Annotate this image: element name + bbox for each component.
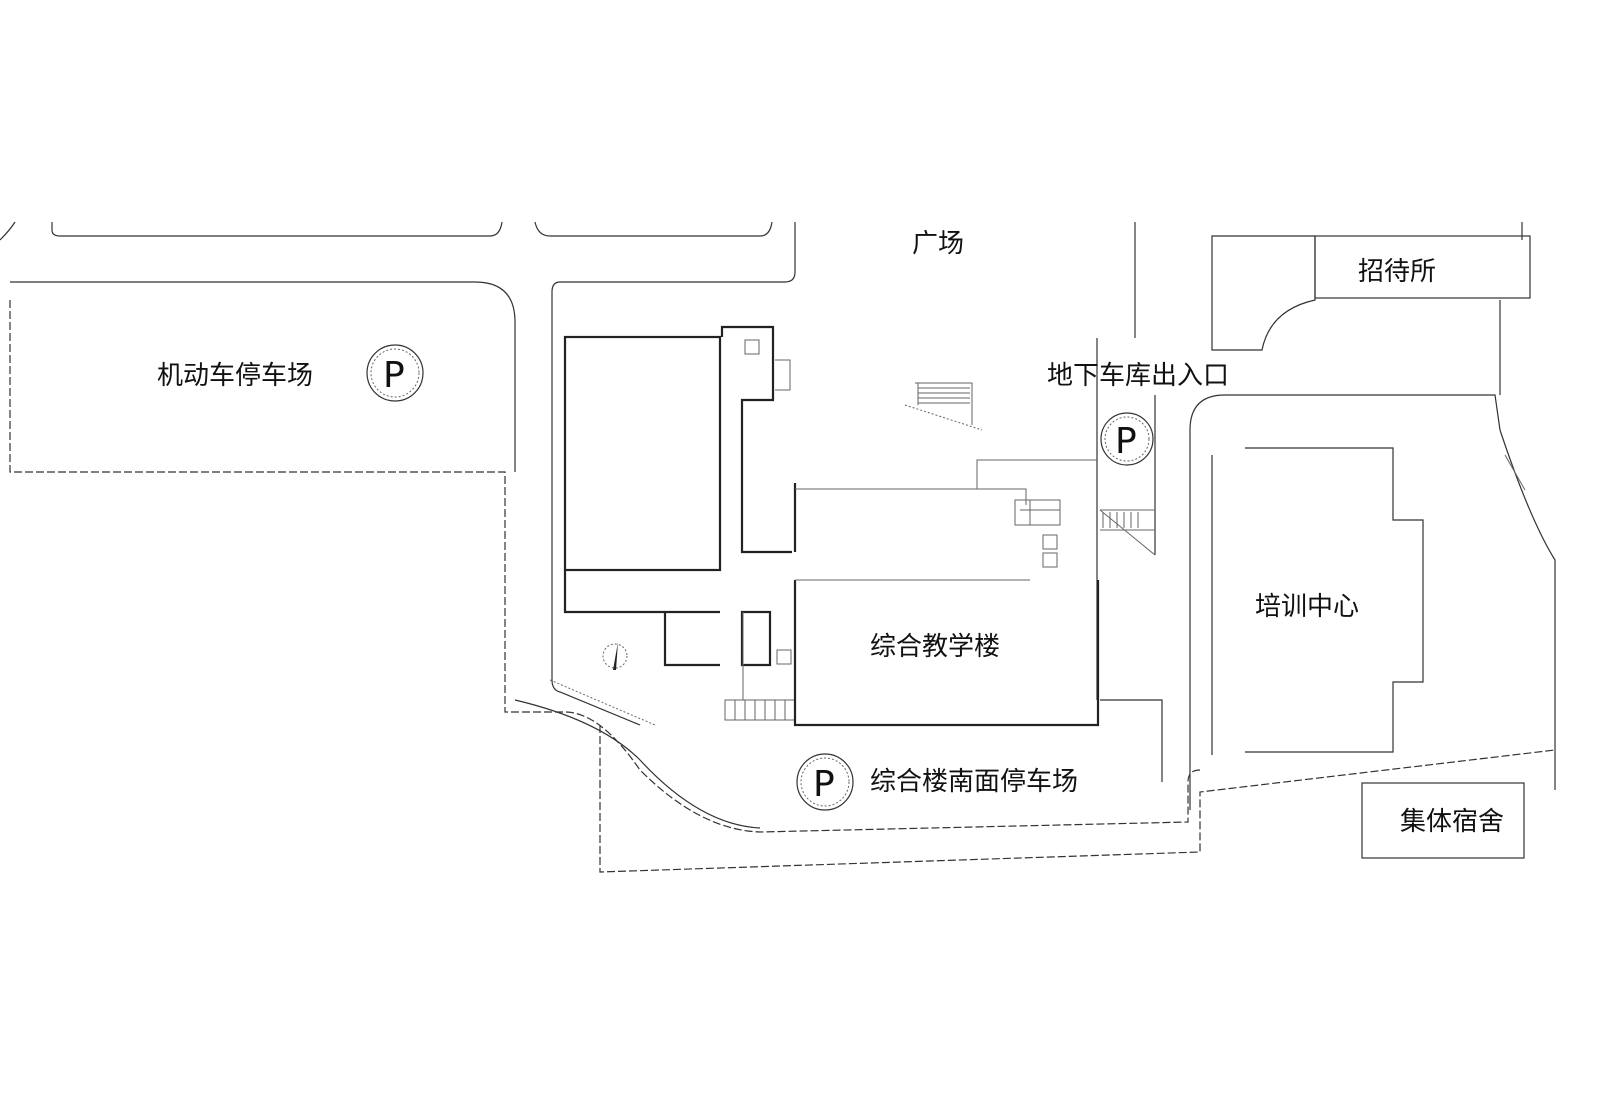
west-building — [563, 325, 796, 721]
north-arrow-icon — [602, 642, 628, 670]
dormitory-label: 集体宿舍 — [1400, 807, 1504, 837]
teaching-building: 综合教学楼 — [793, 459, 1100, 727]
training-center-label: 培训中心 — [1255, 592, 1359, 622]
parking-icon: P — [1100, 412, 1154, 466]
dormitory-building: 集体宿舍 — [1361, 782, 1525, 859]
teaching-building-label: 综合教学楼 — [870, 632, 1000, 662]
parking-icon: P — [366, 344, 424, 402]
parking-icon: P — [796, 753, 854, 811]
svg-text:P: P — [383, 355, 405, 396]
road-boundaries — [0, 221, 1556, 873]
svg-text:P: P — [1115, 421, 1137, 462]
underground-garage-entrance: 地下车库出入口 P — [1047, 361, 1229, 556]
south-parking-label: 综合楼南面停车场 — [870, 767, 1078, 797]
outdoor-stairs — [904, 382, 983, 431]
vehicle-parking-label: 机动车停车场 — [157, 361, 313, 391]
south-parking-area: P 综合楼南面停车场 — [796, 753, 1078, 811]
training-center: 培训中心 — [1211, 447, 1424, 755]
svg-text:P: P — [813, 764, 835, 805]
guesthouse-label: 招待所 — [1358, 257, 1436, 287]
garage-entrance-label: 地下车库出入口 — [1047, 361, 1229, 391]
plaza-label: 广场 — [912, 229, 964, 259]
vehicle-parking-area: 机动车停车场 P — [157, 344, 424, 402]
guesthouse-building: 招待所 — [1211, 235, 1531, 351]
